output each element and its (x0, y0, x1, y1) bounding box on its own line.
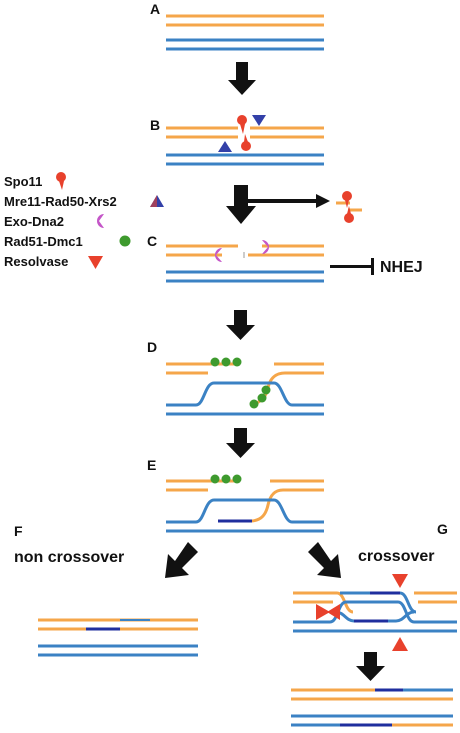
down-arrow-ab (228, 62, 256, 95)
legend-spo11-label: Spo11 (4, 174, 42, 189)
resolvase-legend-icon (88, 256, 103, 269)
resolvase-icons (316, 574, 408, 651)
panel-label-e: E (147, 457, 156, 473)
panel-c-strands (166, 244, 324, 283)
rad51-legend-icon (119, 235, 131, 247)
exo-icon (215, 248, 222, 262)
panel-label-d: D (147, 339, 157, 355)
panel-label-a: A (150, 1, 160, 17)
down-arrow-bc (226, 185, 256, 224)
panel-label-f: F (14, 523, 23, 539)
spo11-icon (237, 115, 251, 151)
legend-resolvase-label: Resolvase (4, 254, 68, 269)
panel-g-strands (293, 591, 457, 633)
down-arrow-g (356, 652, 385, 681)
panel-label-g: G (437, 521, 448, 537)
spo11-legend-icon (56, 172, 66, 190)
non-crossover-label: non crossover (14, 549, 124, 566)
legend-mrx-label: Mre11-Rad50-Xrs2 (4, 194, 117, 209)
mrx-triangle-icon (218, 141, 232, 152)
rad51-filament (210, 357, 271, 409)
nhej-label: NHEJ (380, 259, 423, 276)
panel-label-b: B (150, 117, 160, 133)
side-arrow-spo11-release (246, 194, 330, 208)
panel-b-strands (166, 126, 324, 166)
panel-f-strands (38, 618, 198, 657)
panel-e-strands (166, 479, 324, 533)
mrx-triangle-icon (252, 115, 266, 126)
rad51-filament (210, 474, 242, 484)
diagonal-arrow-right (308, 542, 341, 578)
panel-g-result-strands (291, 688, 453, 727)
down-arrow-cd (226, 310, 255, 340)
legend-exo-label: Exo-Dna2 (4, 214, 64, 229)
released-spo11-icon (336, 191, 362, 223)
crossover-label: crossover (358, 548, 435, 565)
nhej-inhibition-arrow (330, 258, 374, 275)
panel-d-strands (166, 362, 324, 416)
exo-legend-icon (97, 214, 104, 228)
diagonal-arrow-left (165, 542, 198, 578)
legend-rad51-label: Rad51-Dmc1 (4, 234, 83, 249)
panel-label-c: C (147, 233, 157, 249)
down-arrow-de (226, 428, 255, 458)
legend: Spo11 Mre11-Rad50-Xrs2 Exo-Dna2 Rad51-Dm… (4, 172, 164, 269)
exo-icon (262, 240, 269, 254)
panel-a-strands (166, 14, 324, 51)
